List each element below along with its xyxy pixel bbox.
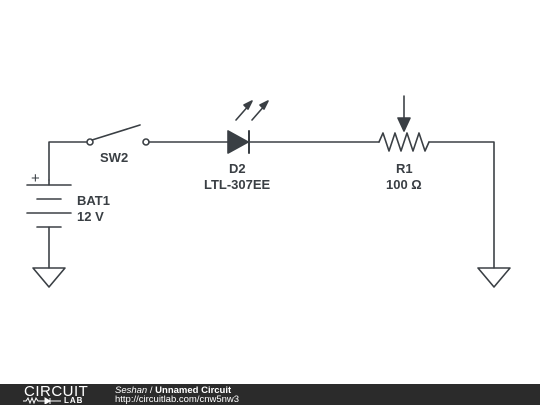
wire-left-top: [48, 141, 89, 181]
battery-plus-sign: +: [31, 170, 40, 187]
led-part-label: LTL-307EE: [204, 177, 271, 192]
circuitlab-logo[interactable]: CIRCUIT: [24, 383, 89, 400]
resistor-value-label: 100 Ω: [386, 177, 422, 192]
ground-right: [477, 267, 511, 288]
switch-sw2: [86, 124, 150, 146]
logo-lab-text: LAB: [64, 396, 84, 405]
circuit-url[interactable]: http://circuitlab.com/cnw5nw3: [115, 394, 240, 405]
resistor-diode-icon: [23, 397, 61, 404]
led-d2: [227, 100, 269, 154]
led-ref-label: D2: [229, 161, 246, 176]
resistor-r1: [378, 95, 430, 152]
author-link[interactable]: Seshan: [115, 385, 148, 396]
title-separator: /: [149, 385, 153, 396]
wire-right: [428, 141, 495, 269]
ground-left: [32, 267, 66, 288]
footer-title-line: Seshan / Unnamed Circuit: [115, 385, 231, 396]
battery-ref-label: BAT1: [77, 193, 110, 208]
battery-value-label: 12 V: [77, 209, 104, 224]
circuit-schematic: [26, 95, 511, 288]
circuit-title: Unnamed Circuit: [155, 385, 232, 396]
resistor-ref-label: R1: [396, 161, 413, 176]
battery-bat1: [26, 179, 72, 269]
switch-ref-label: SW2: [100, 150, 129, 165]
footer-bar: CIRCUIT LAB Seshan / Unnamed Circuit htt…: [0, 384, 540, 405]
